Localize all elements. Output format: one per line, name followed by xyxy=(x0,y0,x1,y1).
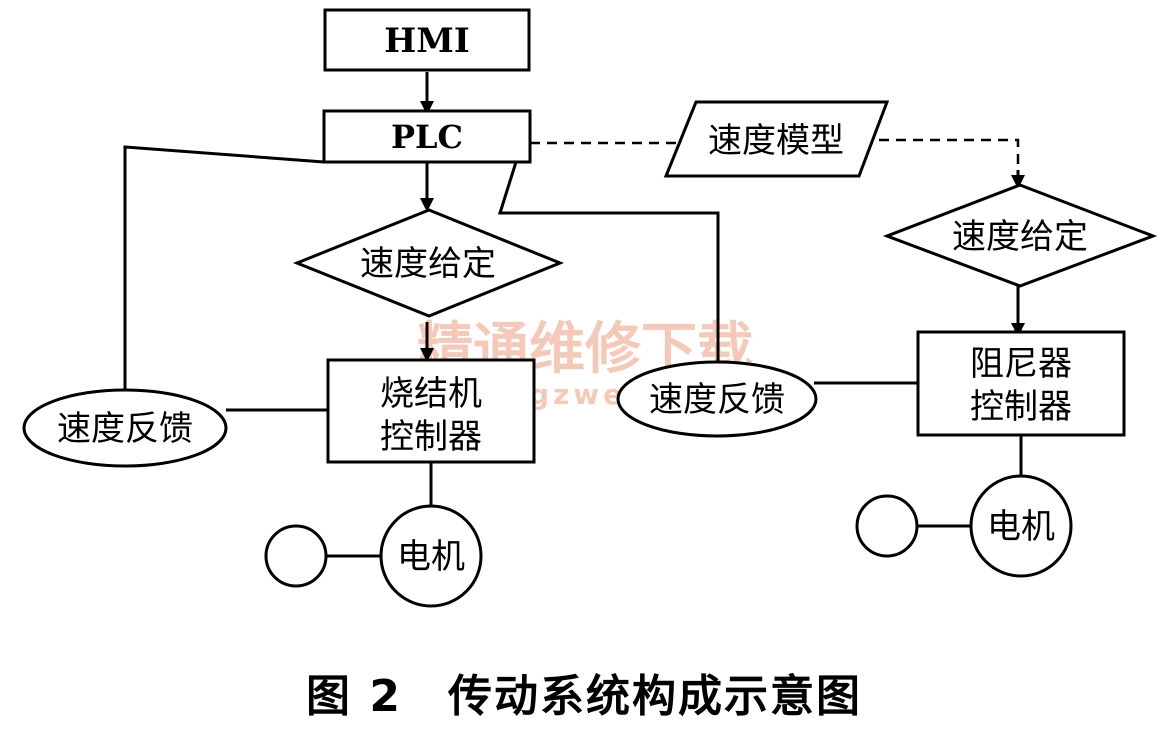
left-motor-label: 电机 xyxy=(397,537,465,577)
dashed-model-lines xyxy=(530,138,1020,180)
right-load-circle xyxy=(855,494,919,558)
left-speed-feedback-ellipse xyxy=(22,388,228,468)
middle-speed-feedback-ellipse xyxy=(616,360,818,438)
hmi-box xyxy=(323,8,531,72)
plc-label: PLC xyxy=(391,118,463,156)
sinter-controller-box xyxy=(326,358,536,464)
middle-speed-feedback-label: 速度反馈 xyxy=(649,380,785,420)
dashed-model-to-speed-set xyxy=(845,138,1020,180)
damper-controller-label-line2: 控制器 xyxy=(970,387,1072,427)
sinter-controller-label-line1: 烧结机 xyxy=(380,374,482,414)
right-motor-label: 电机 xyxy=(987,507,1055,547)
right-speed-set-diamond xyxy=(882,183,1158,288)
left-motor-circle xyxy=(379,504,483,608)
left-load-circle xyxy=(264,524,328,588)
damper-controller-label-line1: 阻尼器 xyxy=(970,344,1072,384)
sinter-controller-label-line2: 控制器 xyxy=(380,417,482,457)
figure-caption: 图 2 传动系统构成示意图 xyxy=(306,671,862,722)
middle-feedback-line xyxy=(497,161,720,365)
left-speed-set-diamond xyxy=(292,208,564,318)
connector-lines xyxy=(123,72,1025,558)
speed-model-parallelogram xyxy=(663,100,890,178)
damper-controller-box xyxy=(916,330,1126,437)
right-motor-circle xyxy=(969,474,1073,578)
left-feedback-line xyxy=(123,145,325,390)
left-speed-feedback-label: 速度反馈 xyxy=(57,409,193,449)
hmi-label: HMI xyxy=(384,21,470,61)
left-speed-set-label: 速度给定 xyxy=(360,244,496,284)
drive-system-diagram: 精通维修下载 www.gzweix.com xyxy=(22,8,1158,608)
plc-box xyxy=(322,109,532,164)
right-speed-set-label: 速度给定 xyxy=(952,217,1088,257)
speed-model-label: 速度模型 xyxy=(708,121,844,161)
